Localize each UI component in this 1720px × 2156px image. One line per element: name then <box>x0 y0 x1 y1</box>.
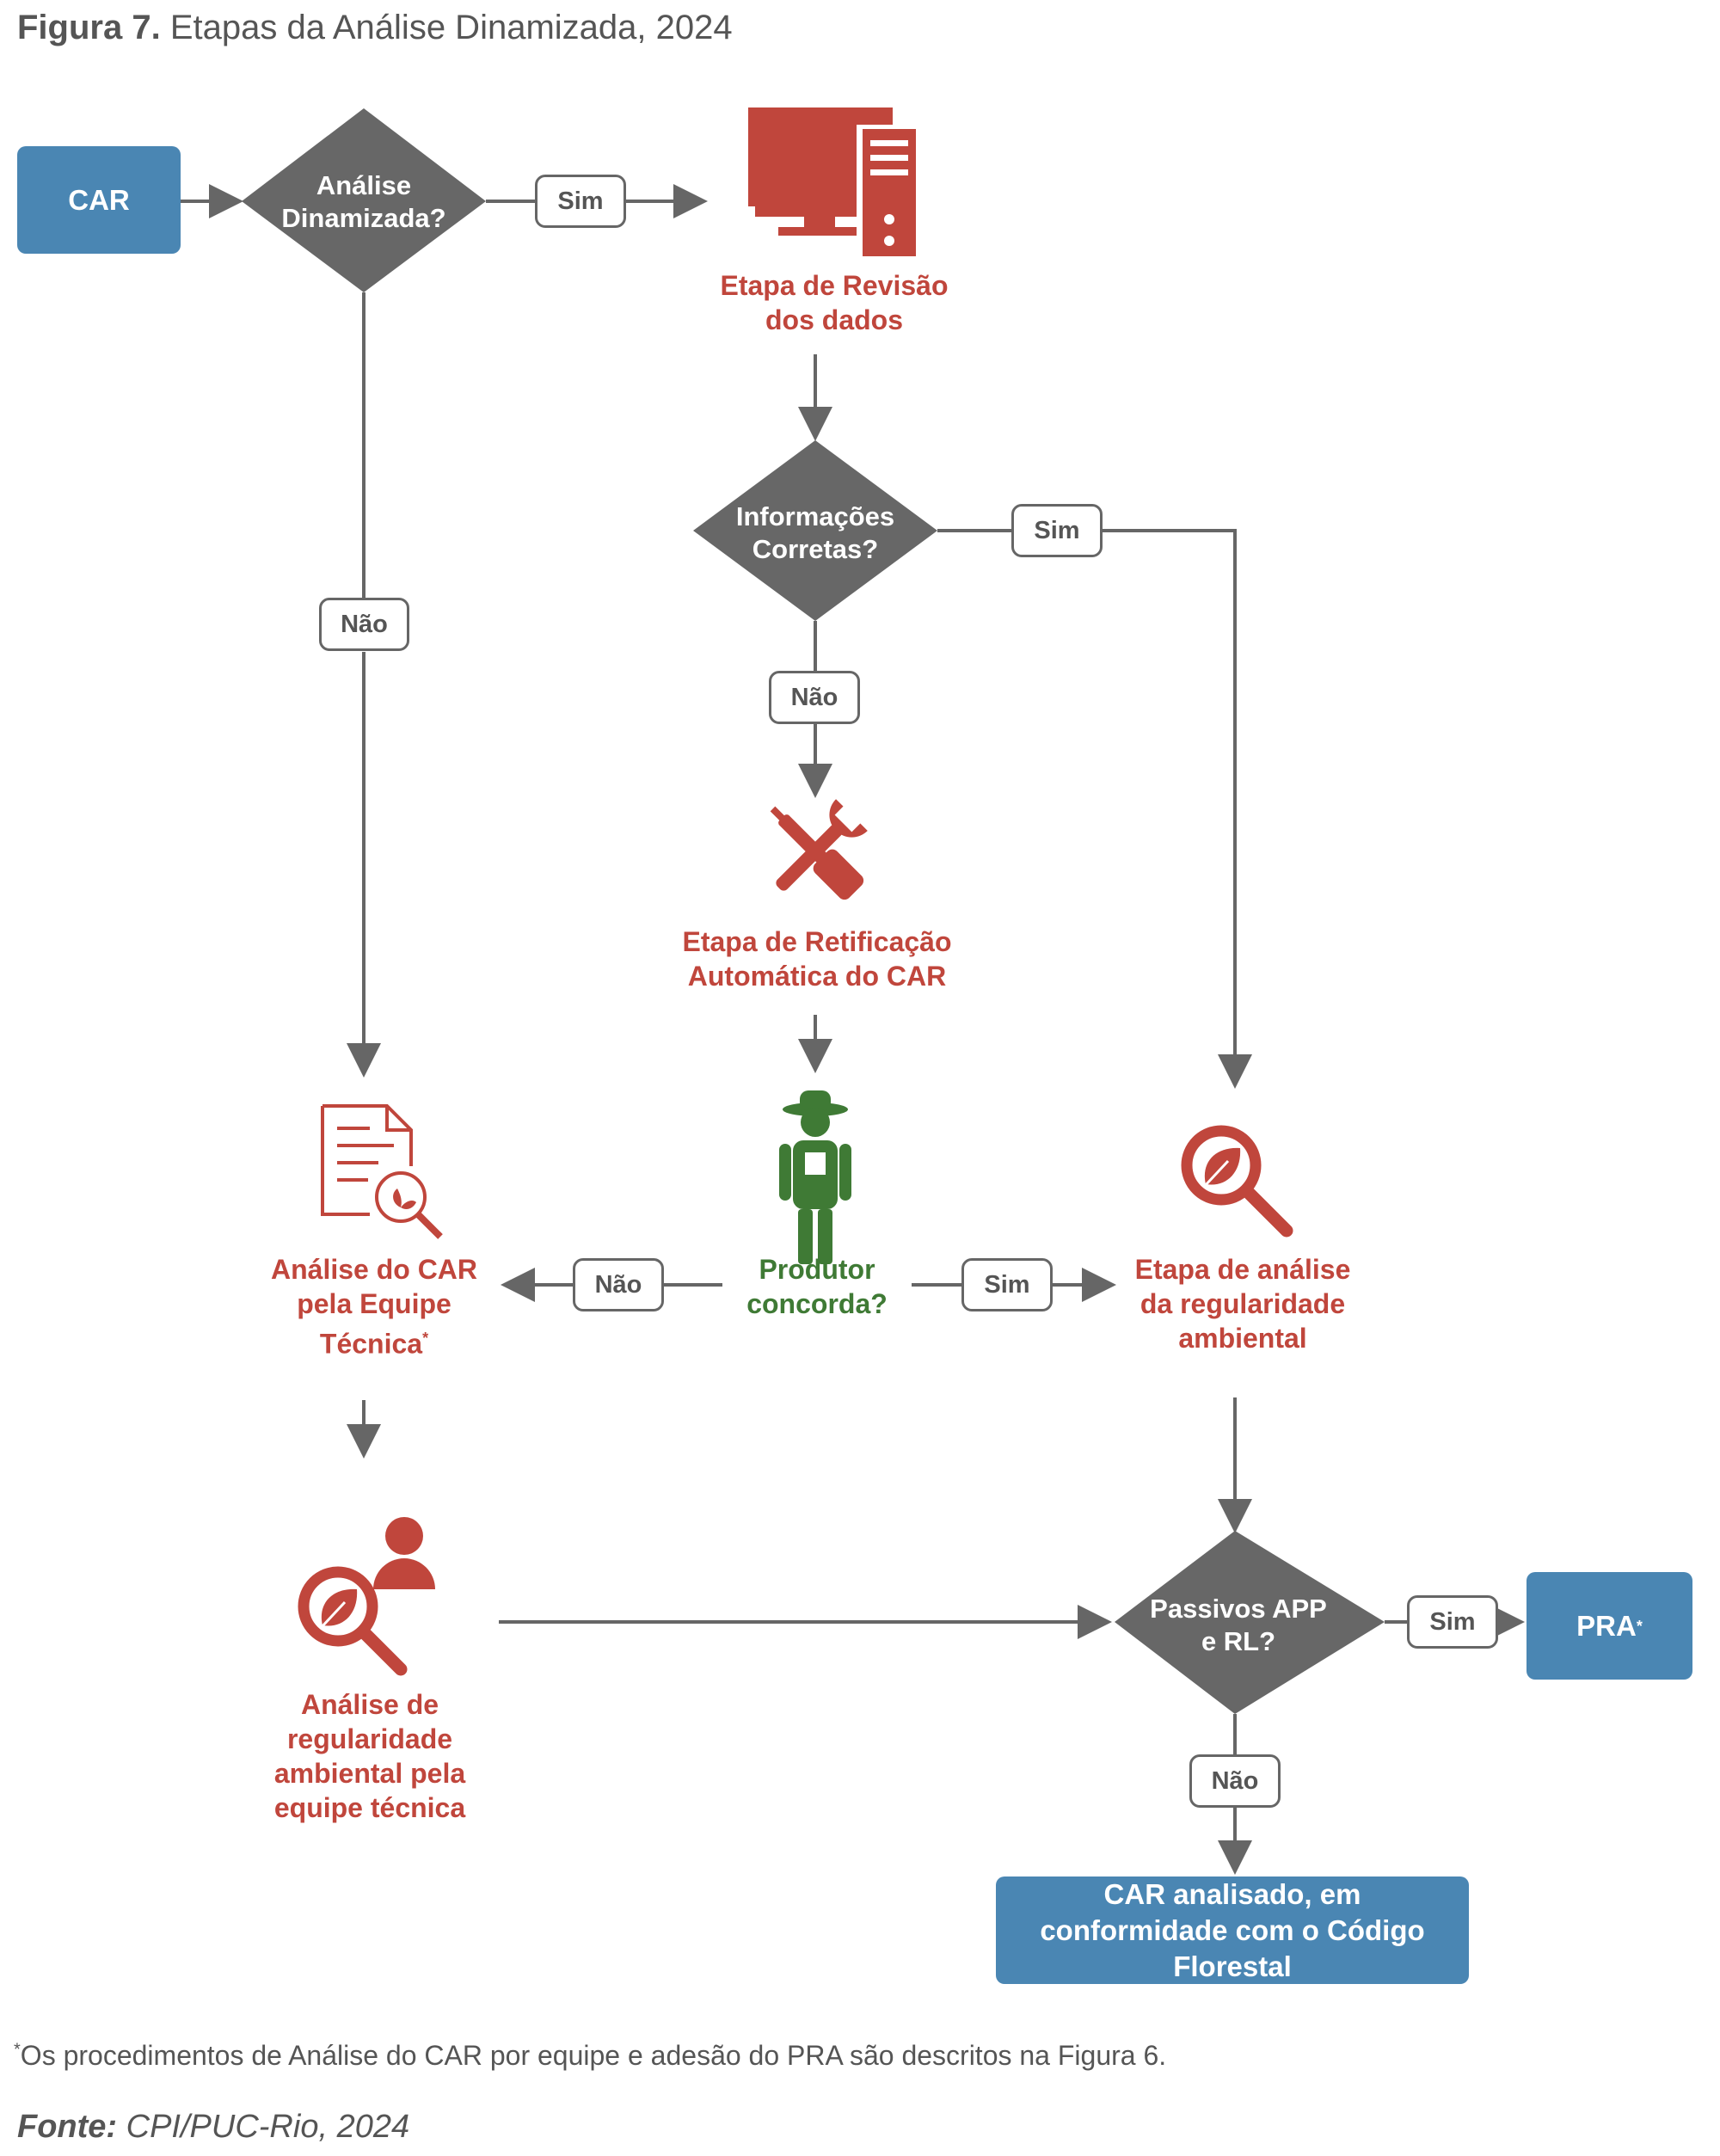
node-regularidade: Etapa de análise da regularidade ambient… <box>1134 1254 1351 1354</box>
source-text: CPI/PUC-Rio, 2024 <box>126 2109 410 2145</box>
node-car: CAR <box>68 183 130 216</box>
node-revisao: Etapa de Revisão dos dados <box>720 270 949 335</box>
node-passivos: Passivos APP e RL? <box>1150 1594 1327 1656</box>
footnote-mark: * <box>14 2040 21 2060</box>
node-retificacao: Etapa de Retificação Automática do CAR <box>682 926 952 992</box>
node-pra-text: PRA <box>1576 1609 1637 1642</box>
edge-label-nao1: Não <box>319 598 409 651</box>
edge-label-sim4: Sim <box>1407 1595 1498 1649</box>
node-pra-mark: * <box>1636 1617 1643 1635</box>
edge-label-sim2: Sim <box>1011 504 1103 557</box>
leaf-search-icon <box>1181 1125 1293 1238</box>
decision-analise-dinamizada <box>242 108 486 292</box>
node-analise-equipe-text: Análise do CAR pela Equipe Técnica <box>270 1254 478 1360</box>
node-final: CAR analisado, em conformidade com o Cód… <box>1040 1877 1425 1982</box>
person-leaf-search-icon <box>298 1517 435 1676</box>
edge-label-nao2: Não <box>769 671 860 724</box>
decision-passivos <box>1115 1531 1385 1714</box>
car-box <box>17 146 181 254</box>
figure-title: Figura 7. Etapas da Análise Dinamizada, … <box>17 9 733 47</box>
final-box <box>996 1877 1469 1984</box>
decision-informacoes-corretas <box>693 440 937 621</box>
edge-label-sim3: Sim <box>961 1258 1053 1311</box>
source-note: Fonte: CPI/PUC-Rio, 2024 <box>17 2109 409 2146</box>
footnote: *Os procedimentos de Análise do CAR por … <box>14 2040 1166 2072</box>
node-analise-equipe: Análise do CAR pela Equipe Técnica* <box>249 1252 499 1361</box>
source-label: Fonte: <box>17 2109 118 2145</box>
figure-title-text: Etapas da Análise Dinamizada, 2024 <box>169 9 733 46</box>
edge-label-nao4: Não <box>1189 1754 1281 1808</box>
figure-label: Figura 7. <box>17 9 161 46</box>
document-search-icon <box>321 1104 443 1239</box>
pra-box <box>1526 1572 1692 1680</box>
footnote-text: Os procedimentos de Análise do CAR por e… <box>20 2040 1167 2071</box>
node-analise-equipe-mark: * <box>422 1330 429 1347</box>
tools-icon <box>770 799 868 900</box>
node-produtor: Produtor concorda? <box>746 1254 888 1319</box>
farmer-icon <box>779 1090 851 1264</box>
edge-label-nao3: Não <box>573 1258 664 1311</box>
computer-icon <box>748 107 918 259</box>
node-analise-dinamizada: Análise Dinamizada? <box>281 170 446 233</box>
node-informacoes-corretas: Informações Corretas? <box>735 501 895 564</box>
edge-sim2-b <box>1101 529 1252 1089</box>
node-pra: PRA* <box>1526 1572 1692 1680</box>
node-regularidade-equipe: Análise de regularidade ambiental pela e… <box>273 1689 466 1823</box>
edge-label-sim1: Sim <box>535 175 626 228</box>
